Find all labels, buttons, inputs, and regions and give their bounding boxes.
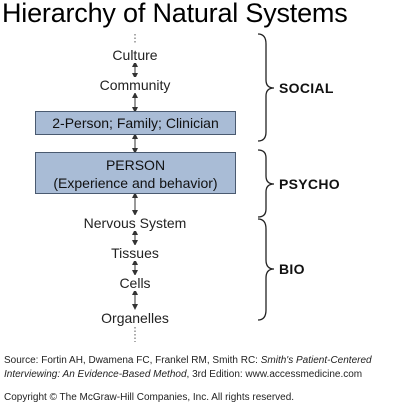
person-box: PERSON (Experience and behavior) [35,152,236,194]
person-sublabel: (Experience and behavior) [53,175,218,191]
dyad-label: 2-Person; Family; Clinician [52,115,219,131]
source-book-title-2: Interviewing: An Evidence-Based Method [4,369,187,380]
level-culture: Culture [110,47,160,63]
brace-psycho [257,149,275,218]
dyad-box: 2-Person; Family; Clinician [35,111,236,135]
level-nervous-system: Nervous System [81,215,189,231]
level-tissues: Tissues [109,245,161,261]
level-community: Community [97,77,173,93]
diagram-title: Hierarchy of Natural Systems [2,0,348,28]
source-book-title-1: Smith's Patient-Centered [260,355,372,366]
group-label-bio: BIO [279,261,305,277]
brace-social [257,33,275,142]
level-cells: Cells [117,275,153,291]
person-label: PERSON [105,157,166,173]
group-label-social: SOCIAL [279,80,334,96]
source-suffix: , 3rd Edition: www.accessmedicine.com [186,369,363,380]
brace-bio [257,218,275,321]
level-organelles: Organelles [99,310,171,326]
source-citation: Source: Fortin AH, Dwamena FC, Frankel R… [4,354,372,382]
group-label-psycho: PSYCHO [279,176,340,192]
copyright-notice: Copyright © The McGraw-Hill Companies, I… [4,392,295,403]
source-prefix: Source: Fortin AH, Dwamena FC, Frankel R… [4,355,261,366]
